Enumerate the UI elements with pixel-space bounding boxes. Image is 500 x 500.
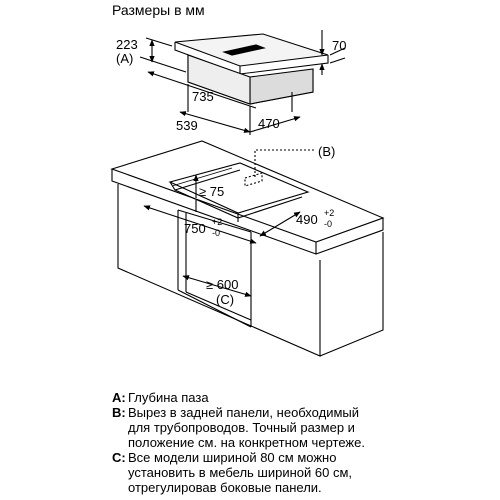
diagram-title: Размеры в мм	[112, 2, 205, 18]
dim-70-label: 70	[332, 38, 347, 53]
note-c: C: Все модели шириной 80 см можно устано…	[112, 450, 496, 495]
dim-470-label: 470	[258, 116, 280, 131]
dim-750-label: 750 +2-0	[184, 218, 222, 238]
dim-735-label: 735	[192, 89, 214, 104]
dim-70	[319, 30, 346, 75]
note-b-line: положение см. на конкретном чертеже.	[128, 435, 365, 450]
dim-490-tol-minus: -0	[324, 219, 333, 229]
dim-490	[259, 211, 301, 237]
note-b-text: Вырез в задней панели, необходимый для т…	[128, 405, 496, 450]
back-cutout-b	[244, 149, 314, 187]
dim-735	[147, 71, 293, 112]
note-a-line: Глубина паза	[128, 390, 209, 405]
dim-750-value: 750	[184, 221, 206, 236]
vent-slot	[222, 44, 266, 56]
note-c-key: C:	[112, 450, 126, 465]
callout-a-label: (A)	[116, 51, 134, 66]
dim-490-tol-plus: +2	[324, 208, 335, 218]
note-b-line: Вырез в задней панели, необходимый	[128, 405, 359, 420]
dim-750	[143, 205, 257, 244]
note-a-key: A:	[112, 390, 126, 405]
callout-b-label: (B)	[318, 144, 336, 159]
dim-600-label: ≥ 600	[206, 277, 239, 292]
note-c-text: Все модели шириной 80 см можно установит…	[128, 450, 496, 495]
note-c-line: Все модели шириной 80 см можно	[128, 450, 337, 465]
note-a: A: Глубина паза	[112, 390, 496, 405]
dim-75-label: ≥ 75	[199, 184, 225, 199]
note-c-line: установить в мебель шириной 60 см,	[128, 465, 353, 480]
note-c-line: отрегулировав боковые панели.	[128, 480, 322, 495]
worktop-cutout	[168, 162, 310, 222]
cooktop-unit	[174, 33, 329, 105]
note-b-line: для трубопроводов. Точный размер и	[128, 420, 355, 435]
dim-539-label: 539	[176, 118, 198, 133]
legend-notes: A: Глубина паза B: Вырез в задней панели…	[112, 390, 496, 495]
dim-223	[139, 37, 187, 73]
callout-c-label: (C)	[216, 292, 235, 307]
dim-490-label: 490 +2-0	[296, 209, 334, 229]
dim-600	[182, 275, 252, 297]
dim-223-label: 223	[116, 37, 138, 52]
dim-750-tol-plus: +2	[212, 217, 223, 227]
dim-539-470	[179, 106, 301, 135]
note-b-key: B:	[112, 405, 126, 420]
note-b: B: Вырез в задней панели, необходимый дл…	[112, 405, 496, 450]
note-a-text: Глубина паза	[128, 390, 496, 405]
dim-490-value: 490	[296, 212, 318, 227]
dim-750-tol-minus: -0	[212, 228, 221, 238]
